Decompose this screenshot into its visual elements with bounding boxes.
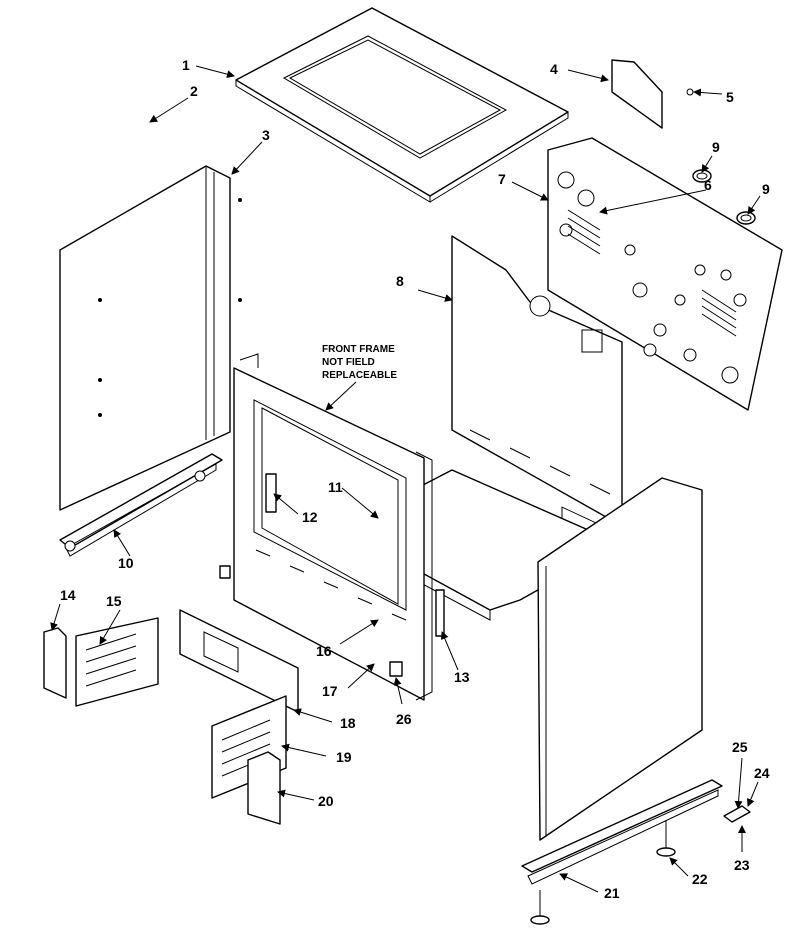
part-left-base-rail — [59, 453, 223, 557]
part-leveling-leg-23 — [656, 820, 676, 857]
part-bracket-26 — [723, 805, 751, 823]
callout: 18 — [340, 715, 356, 731]
callout: 2 — [190, 83, 198, 99]
callout: 21 — [604, 885, 620, 901]
part-bracket-4 — [611, 59, 663, 129]
callout: 6 — [704, 177, 712, 193]
callout: 19 — [336, 749, 352, 765]
part-bracket-13 — [435, 589, 445, 637]
callout: 13 — [454, 669, 470, 685]
callout: 9 — [762, 181, 770, 197]
callout: 16 — [316, 643, 332, 659]
callout: 20 — [318, 793, 334, 809]
part-ring-9b — [736, 211, 756, 225]
part-end-cap-20 — [247, 751, 281, 825]
part-kick-panel-18 — [179, 609, 299, 713]
callout: 9 — [712, 139, 720, 155]
callout: 24 — [754, 765, 770, 781]
part-top-panel — [235, 7, 569, 203]
leader-lines — [50, 65, 761, 893]
note-line-1: FRONT FRAME — [322, 344, 395, 355]
callout: 17 — [322, 683, 338, 699]
part-leveling-leg — [530, 890, 550, 925]
callout: 14 — [60, 587, 76, 603]
part-front-frame — [233, 353, 433, 701]
callout: 25 — [732, 739, 748, 755]
callout: 11 — [328, 479, 343, 495]
callout-labels: 1 2 3 4 5 6 7 8 9 9 10 11 12 13 14 15 16… — [60, 57, 770, 901]
callout: 4 — [550, 61, 558, 77]
callout: 26 — [396, 711, 412, 727]
part-clip-21 — [389, 661, 403, 677]
callout: 3 — [262, 127, 270, 143]
front-frame-note: FRONT FRAME NOT FIELD REPLACEABLE — [322, 344, 397, 381]
callout: 22 — [692, 871, 708, 887]
note-line-2: NOT FIELD — [322, 357, 375, 368]
part-vent-panel-15 — [75, 617, 159, 707]
callout: 1 — [182, 57, 190, 73]
callout: 5 — [726, 89, 734, 105]
callout: 15 — [106, 593, 122, 609]
part-clip-left — [219, 565, 231, 579]
callout: 23 — [734, 857, 750, 873]
part-ring-9a — [692, 169, 712, 183]
callout: 12 — [302, 509, 318, 525]
callout: 10 — [118, 555, 134, 571]
part-right-side-panel — [537, 477, 703, 841]
part-end-cap-14 — [43, 627, 67, 699]
callout: 8 — [396, 273, 404, 289]
callout: 7 — [498, 171, 506, 187]
part-hinge-12 — [265, 473, 277, 513]
part-left-side-panel — [59, 165, 242, 511]
part-right-base-rail — [521, 779, 723, 885]
note-line-3: REPLACEABLE — [322, 370, 397, 381]
part-inner-back-panel — [451, 235, 623, 527]
part-back-panel — [547, 137, 783, 564]
